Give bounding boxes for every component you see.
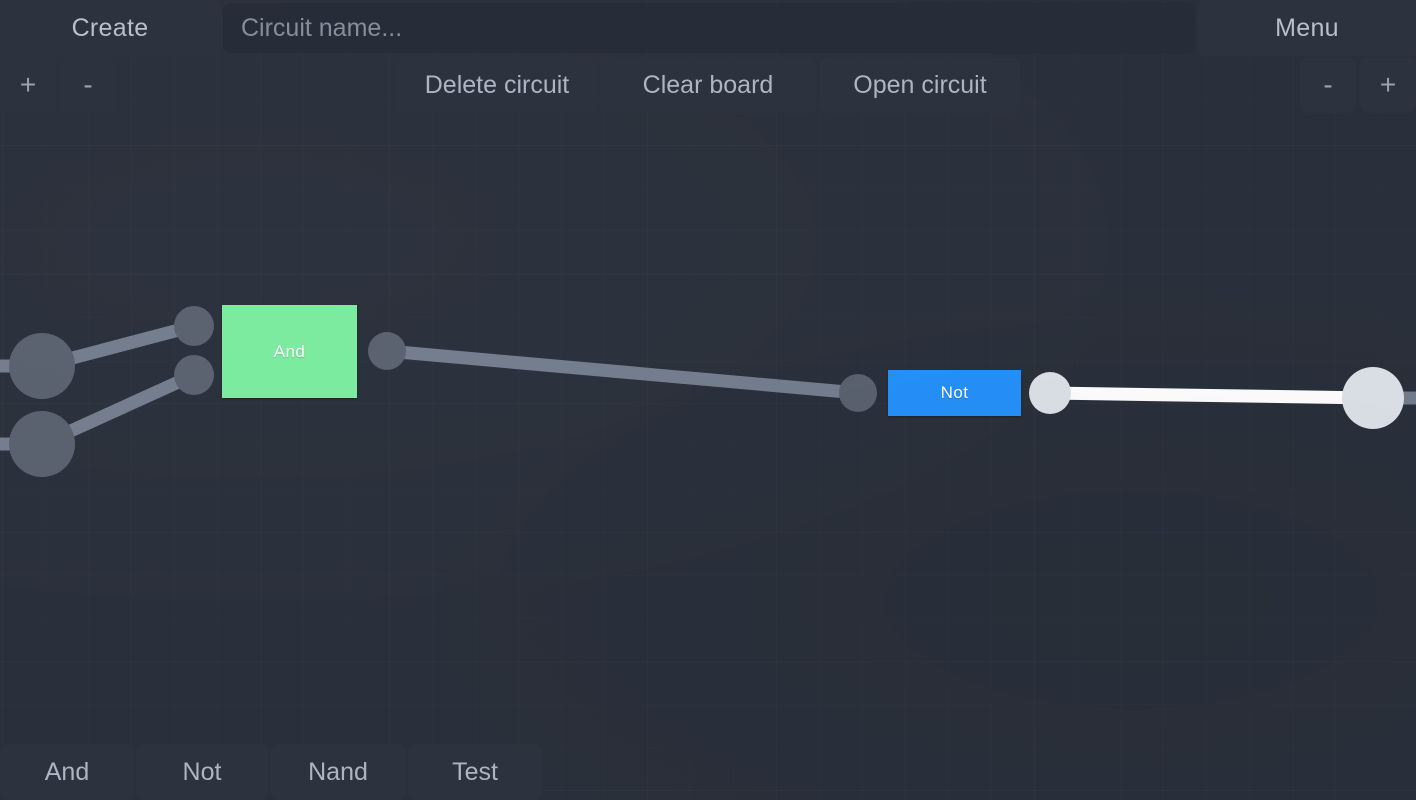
open-circuit-button[interactable]: Open circuit	[820, 57, 1020, 113]
zoom-out-right-button[interactable]: -	[1300, 57, 1356, 113]
palette-item-nand[interactable]: Nand	[270, 744, 406, 800]
header-bar: Create Menu	[0, 0, 1416, 56]
circuit-node-board-input[interactable]	[9, 411, 75, 477]
zoom-out-left-button[interactable]: -	[60, 57, 116, 113]
palette-item-and[interactable]: And	[0, 744, 134, 800]
gate-and[interactable]: And	[222, 305, 357, 398]
zoom-in-left-button[interactable]: +	[0, 57, 56, 113]
circuit-wire[interactable]	[386, 344, 859, 400]
create-button[interactable]: Create	[0, 0, 220, 56]
circuit-name-input[interactable]	[223, 3, 1195, 53]
circuit-node-board-input[interactable]	[9, 333, 75, 399]
clear-board-button[interactable]: Clear board	[599, 57, 817, 113]
circuit-wire[interactable]	[1049, 386, 1374, 405]
gate-not[interactable]: Not	[888, 370, 1021, 416]
circuit-node-board-output[interactable]	[1342, 367, 1404, 429]
circuit-node-gate-input[interactable]	[174, 306, 214, 346]
circuit-node-gate-output[interactable]	[1029, 372, 1071, 414]
menu-button[interactable]: Menu	[1198, 0, 1416, 56]
circuit-node-gate-output[interactable]	[368, 332, 406, 370]
zoom-in-right-button[interactable]: +	[1360, 57, 1416, 113]
palette-item-test[interactable]: Test	[408, 744, 542, 800]
circuit-node-gate-input[interactable]	[839, 374, 877, 412]
palette-item-not[interactable]: Not	[136, 744, 268, 800]
circuit-node-gate-input[interactable]	[174, 355, 214, 395]
delete-circuit-button[interactable]: Delete circuit	[397, 57, 597, 113]
toolbar: + - Delete circuit Clear board Open circ…	[0, 57, 1416, 113]
